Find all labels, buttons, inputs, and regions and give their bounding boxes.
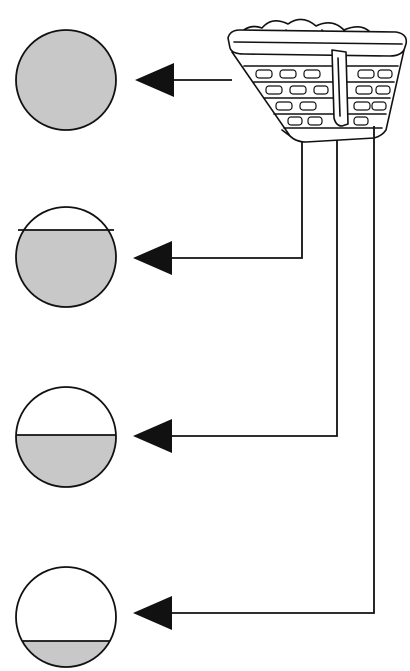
basket-body [231,49,405,143]
arrowhead-two-thirds [133,241,172,275]
laundry-basket-icon [227,18,408,143]
arrowhead-half [133,419,172,453]
load-level-small-circle [15,566,117,668]
load-level-half-circle [15,386,117,488]
load-level-full-circle [15,29,117,131]
load-level-two-thirds-circle [15,206,117,308]
connector-line-half [170,140,338,437]
connector-line-small [170,126,375,614]
arrowhead-small [133,596,172,630]
arrowhead-full [135,63,174,97]
connector-line-two-thirds [170,142,303,259]
basket-tag [331,49,349,127]
